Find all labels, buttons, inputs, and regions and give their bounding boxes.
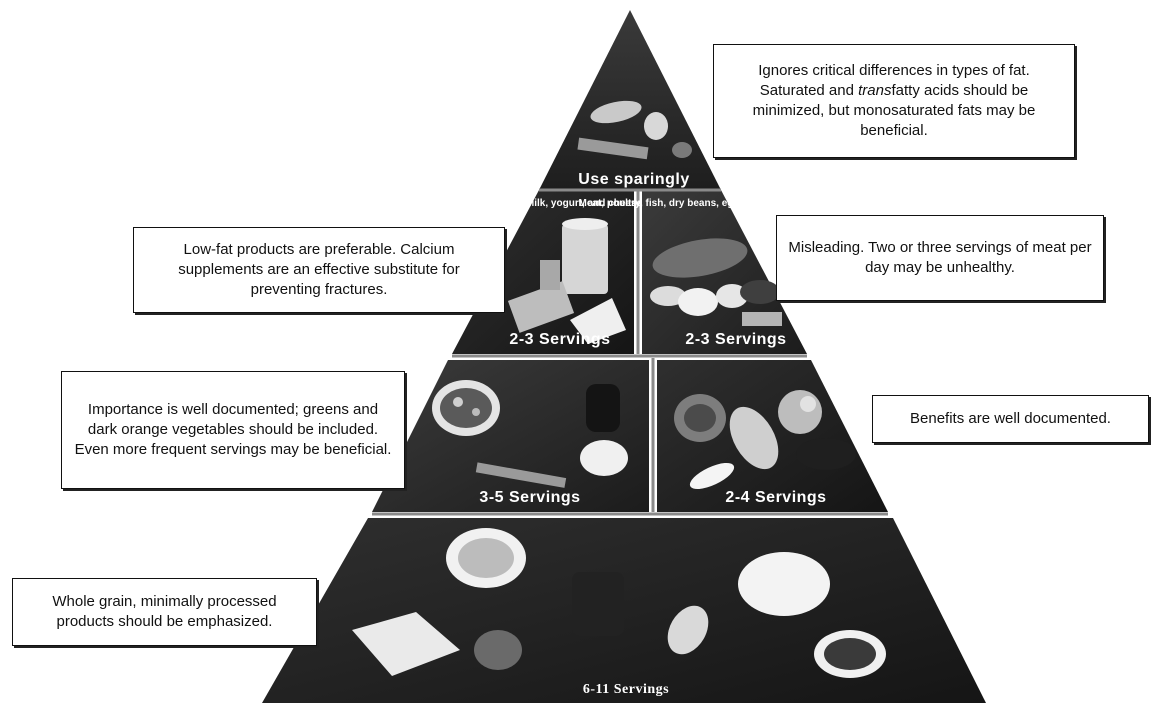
vegetables-callout: Importance is well documented; greens an… xyxy=(61,371,405,489)
meat-callout: Misleading. Two or three servings of mea… xyxy=(776,215,1104,301)
meat-callout-text: Misleading. Two or three servings of mea… xyxy=(787,238,1093,278)
dairy-servings-label: 2-3 Servings xyxy=(509,331,610,348)
meat-servings-label: 2-3 Servings xyxy=(685,331,786,348)
fruits-callout-text: Benefits are well documented. xyxy=(910,409,1111,429)
fruits-servings-label: 2-4 Servings xyxy=(725,489,826,506)
fruits-callout: Benefits are well documented. xyxy=(872,395,1149,443)
vegetables-callout-text: Importance is well documented; greens an… xyxy=(72,400,394,460)
meat-category-label: Meat, poultry, fish, dry beans, eggs and… xyxy=(579,198,790,209)
vegetables-servings-label: 3-5 Servings xyxy=(479,489,580,506)
grains-callout: Whole grain, minimally processed product… xyxy=(12,578,317,646)
fats-callout: Ignores critical differences in types of… xyxy=(713,44,1075,158)
dairy-callout-text: Low-fat products are preferable. Calcium… xyxy=(144,240,494,300)
tier-fats xyxy=(539,10,721,190)
fats-callout-text: Ignores critical differences in types of… xyxy=(724,61,1064,141)
grains-servings-label: 6-11 Servings xyxy=(583,682,669,697)
dairy-callout: Low-fat products are preferable. Calcium… xyxy=(133,227,505,313)
grains-callout-text: Whole grain, minimally processed product… xyxy=(23,592,306,632)
fats-tier-label: Use sparingly xyxy=(578,171,689,188)
fats-callout-text-trans: trans xyxy=(858,82,891,99)
